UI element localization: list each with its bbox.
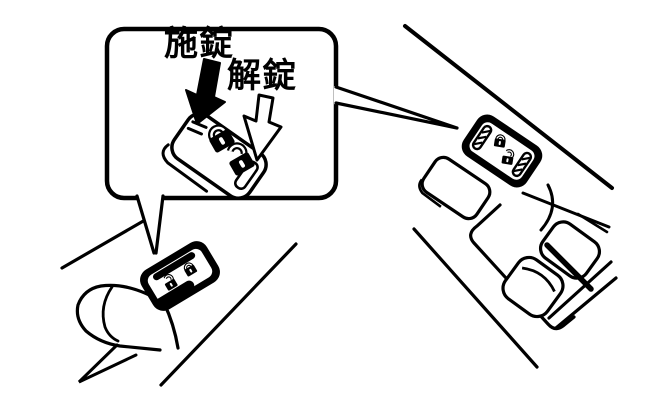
left-door-top-edge — [60, 214, 154, 270]
window-switch-rear[interactable] — [536, 217, 604, 283]
right-door-lock-switch[interactable] — [457, 110, 547, 192]
left-armrest-bezel — [75, 283, 166, 352]
window-switch-front[interactable] — [498, 252, 568, 321]
switch-ridge-band — [153, 252, 196, 281]
lock-arrow — [185, 58, 226, 125]
left-door-lock-switch[interactable] — [136, 237, 225, 316]
switch-ridge-left — [471, 124, 493, 151]
left-door-panel — [60, 214, 298, 387]
callout-lock-switch — [161, 112, 268, 200]
right-bezel-top-edge — [521, 191, 611, 229]
right-bezel-curve — [539, 183, 555, 232]
right-door-sill-line — [403, 24, 614, 190]
left-armrest-bezel-inner — [101, 285, 120, 343]
left-armrest-trim-point — [77, 343, 138, 384]
unlock-label: 解錠 — [227, 56, 297, 96]
window-switch-gap — [544, 242, 594, 292]
left-door-bottom-edge — [159, 242, 298, 387]
unlock-arrow — [242, 93, 283, 162]
right-bezel-top-edge2 — [576, 212, 609, 234]
lock-label: 施錠 — [164, 24, 234, 64]
armrest-edge-line2 — [554, 276, 618, 330]
switch-side-thickness — [161, 143, 209, 193]
switch-ridge-hatch — [186, 120, 208, 136]
switch-ridge-right — [511, 151, 533, 178]
right-door-bottom-edge — [412, 227, 539, 369]
blank-switch — [418, 155, 492, 221]
switch-front-bar — [155, 280, 195, 309]
callout-pointer — [334, 85, 459, 130]
armrest-edge-line1 — [547, 260, 613, 320]
callout-tail — [135, 194, 165, 255]
